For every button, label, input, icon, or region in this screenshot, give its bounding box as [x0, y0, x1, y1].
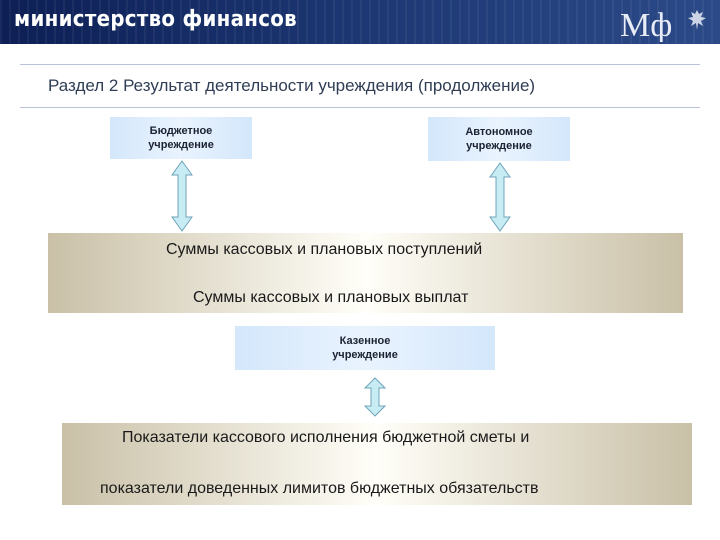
double-arrow-icon-left: [171, 160, 193, 232]
receipts-text: Суммы кассовых и плановых поступлений: [166, 241, 482, 259]
limits-text: показатели доведенных лимитов бюджетных …: [100, 480, 539, 498]
state-institution-line2: учреждение: [332, 348, 398, 362]
state-institution-box: Казенное учреждение: [235, 326, 495, 370]
header-bar: министерство финансов Мф: [0, 0, 720, 44]
budget-execution-text: Показатели кассового исполнения бюджетно…: [122, 429, 529, 447]
double-arrow-icon-bottom: [364, 377, 386, 417]
state-institution-line1: Казенное: [332, 334, 398, 348]
autonomous-institution-box: Автономное учреждение: [428, 117, 570, 161]
ministry-name: министерство финансов: [14, 7, 297, 32]
payments-text: Суммы кассовых и плановых выплат: [193, 289, 468, 307]
title-rule-top: [20, 64, 700, 65]
budget-institution-box: Бюджетное учреждение: [110, 117, 252, 159]
autonomous-institution-line2: учреждение: [465, 139, 532, 153]
ministry-logo: Мф: [614, 2, 710, 42]
logo-text: Мф: [620, 7, 672, 42]
slide-title: Раздел 2 Результат деятельности учрежден…: [48, 76, 535, 96]
eagle-emblem-icon: [688, 10, 706, 30]
autonomous-institution-line1: Автономное: [465, 125, 532, 139]
double-arrow-icon-right: [489, 162, 511, 232]
budget-institution-line2: учреждение: [148, 138, 214, 152]
payments-receipts-band: Суммы кассовых и плановых поступлений Су…: [48, 233, 683, 313]
title-rule-bottom: [20, 107, 700, 108]
budget-institution-line1: Бюджетное: [148, 124, 214, 138]
budget-execution-band: Показатели кассового исполнения бюджетно…: [62, 423, 692, 505]
